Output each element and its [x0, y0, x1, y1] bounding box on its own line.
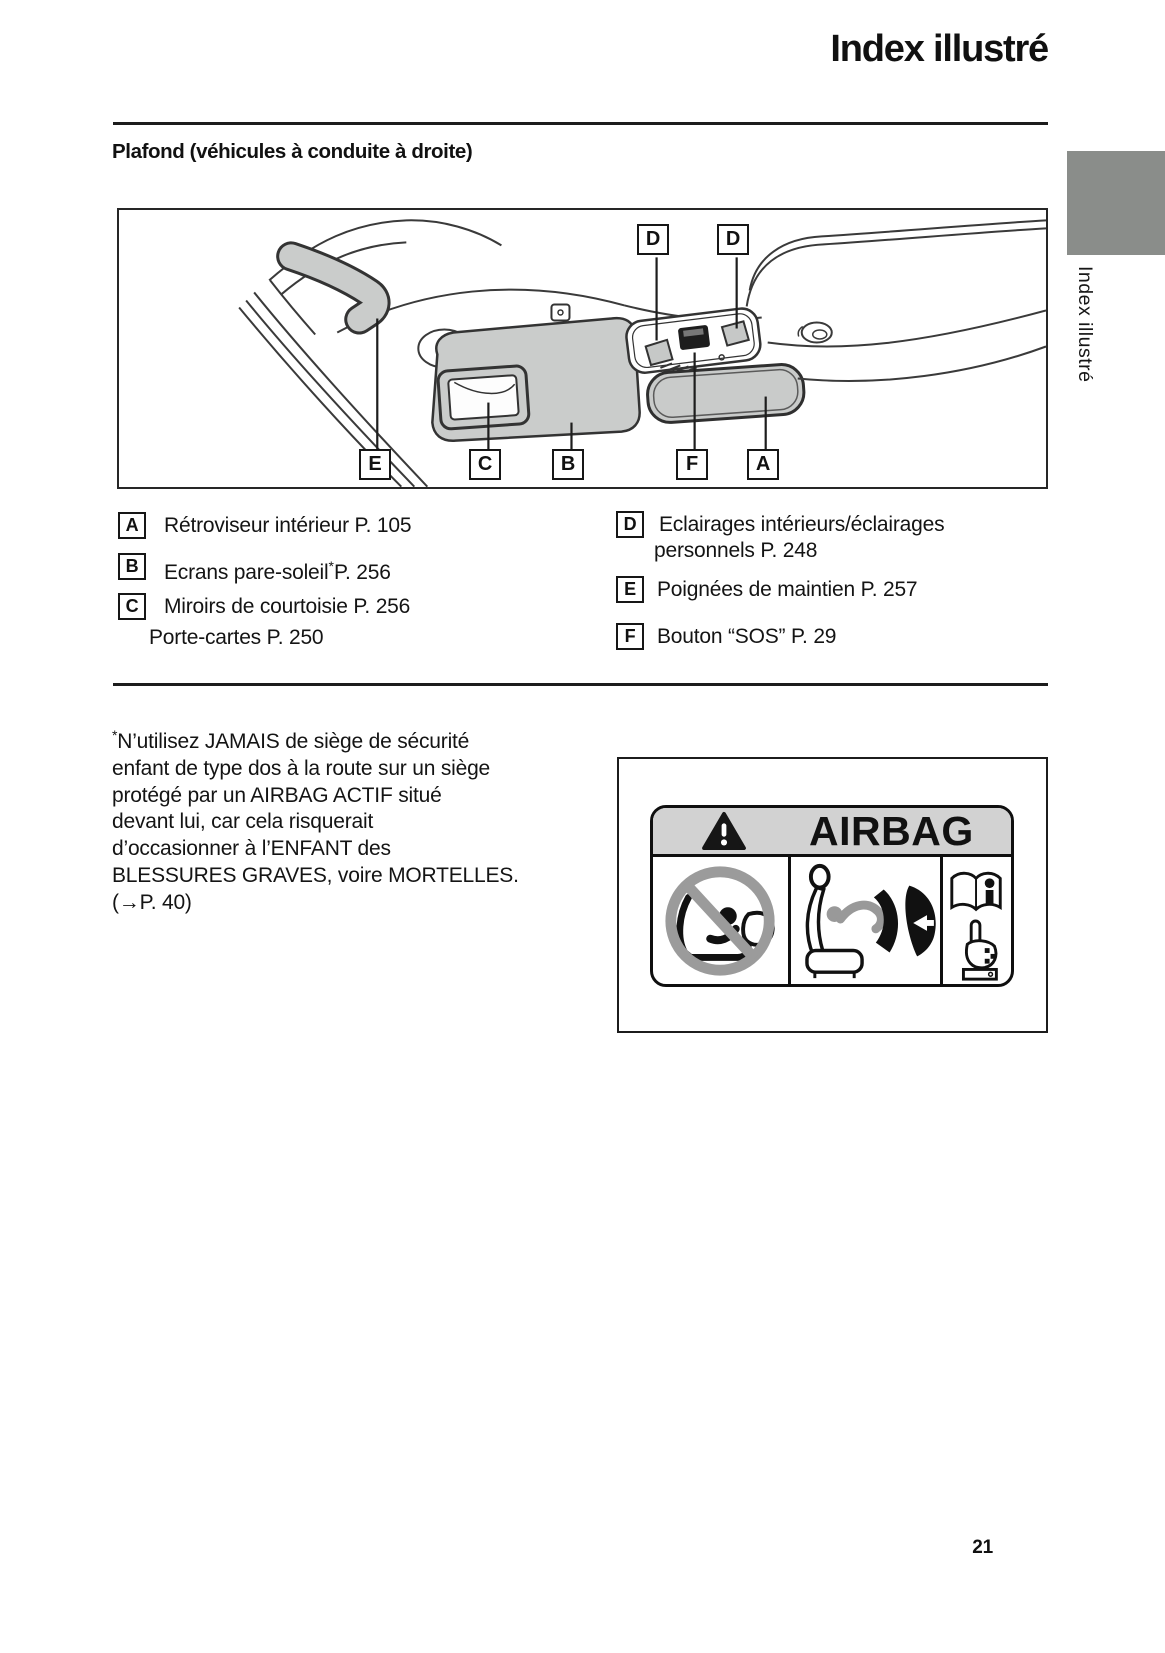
windshield-edge-lines [745, 219, 1046, 382]
legend-item-b-page: P. 256 [333, 561, 391, 584]
interior-light-left-icon [644, 338, 674, 367]
footnote-line: protégé par un AIRBAG ACTIF situé [112, 783, 442, 807]
callout-c: C [469, 449, 501, 480]
footnote: *N’utilisez JAMAIS de siège de sécurité … [112, 722, 598, 917]
airbag-warning-figure: AIRBAG [617, 757, 1048, 1033]
section-divider [113, 683, 1048, 686]
callout-e: E [359, 449, 391, 480]
legend-key-d: D [616, 511, 644, 538]
map-light-detail [797, 321, 833, 344]
sun-visor-icon [431, 303, 641, 442]
footnote-line: BLESSURES GRAVES, voire MORTELLES. [112, 863, 519, 887]
legend-item-a: Rétroviseur intérieur P. 105 [164, 514, 412, 537]
page-number: 21 [972, 1537, 993, 1558]
warning-triangle-icon [702, 811, 746, 851]
airbag-label-text: AIRBAG [809, 808, 974, 854]
grab-handle-icon [276, 241, 391, 335]
page-title: Index illustré [830, 28, 1049, 70]
footnote-marker: * [328, 558, 334, 574]
footnote-marker: * [112, 727, 118, 743]
legend-item-c-line2: Porte-cartes P. 250 [149, 626, 324, 649]
airbag-warning-label: AIRBAG [650, 805, 1014, 987]
section-heading: Plafond (véhicules à conduite à droite) [112, 140, 473, 163]
vanity-mirror-icon [436, 364, 531, 431]
rearview-mirror-icon [646, 363, 806, 424]
legend-key-f: F [616, 623, 644, 650]
legend-item-c: Miroirs de courtoisie P. 256 [164, 595, 411, 618]
footnote-line: (→P. 40) [112, 890, 192, 914]
ceiling-diagram [117, 208, 1048, 489]
legend-item-d-line2: personnels P. 248 [654, 539, 818, 562]
a-pillar-lines [238, 279, 429, 487]
chapter-tab [1067, 151, 1165, 255]
airbag-deployment-icon [791, 857, 943, 984]
legend-item-f: Bouton “SOS” P. 29 [657, 625, 837, 648]
sos-button-icon [678, 325, 710, 350]
owners-manual-hand-icon [943, 857, 1011, 984]
footnote-line: *N’utilisez JAMAIS de siège de sécurité [112, 722, 598, 756]
legend-key-c: C [118, 593, 146, 620]
warning-label-header: AIRBAG [653, 808, 1011, 857]
legend-item-b: Ecrans pare-soleil*P. 256 [164, 553, 391, 586]
footnote-line: enfant de type dos à la route sur un siè… [112, 756, 491, 780]
legend-item-b-text: Ecrans pare-soleil [164, 561, 329, 584]
overhead-console-icon [625, 307, 762, 374]
chapter-tab-label: Index illustré [1074, 266, 1096, 383]
callout-d2: D [717, 224, 749, 255]
legend-item-d: Eclairages intérieurs/éclairages [659, 513, 945, 536]
warning-label-panels [653, 857, 1011, 984]
footnote-line: d’occasionner à l’ENFANT des [112, 837, 391, 861]
callout-d1: D [637, 224, 669, 255]
callout-a: A [747, 449, 779, 480]
footnote-line: devant lui, car cela risquerait [112, 810, 374, 834]
legend-key-b: B [118, 553, 146, 580]
footnote-text: N’utilisez JAMAIS de siège de sécurité [117, 730, 470, 753]
callout-f: F [676, 449, 708, 480]
ceiling-line-art [238, 219, 1046, 487]
legend-item-e: Poignées de maintien P. 257 [657, 578, 918, 601]
leader-lines [376, 257, 767, 451]
visor-clip [550, 303, 571, 322]
legend-key-e: E [616, 576, 644, 603]
callout-b: B [552, 449, 584, 480]
no-rear-facing-child-seat-icon [653, 857, 791, 984]
header-divider [113, 122, 1048, 125]
legend-key-a: A [118, 512, 146, 539]
